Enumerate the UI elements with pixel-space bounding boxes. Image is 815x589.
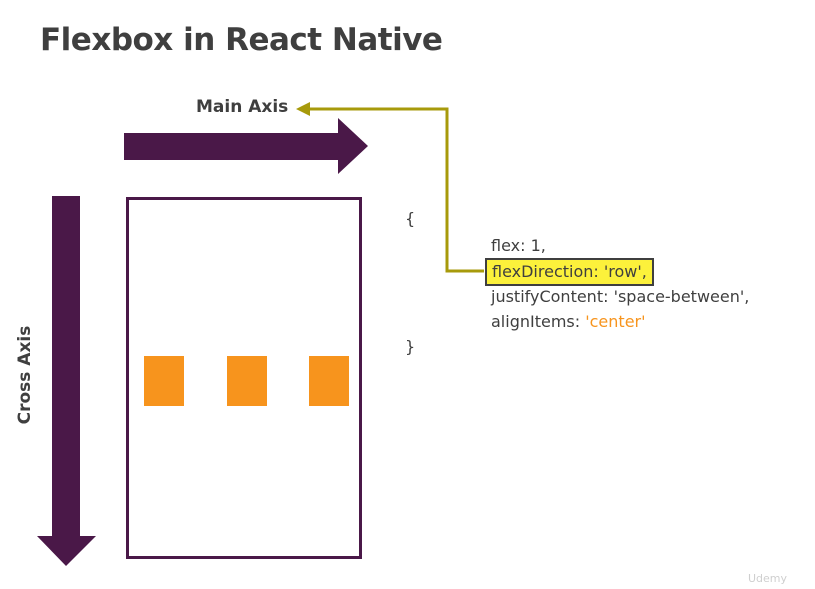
cross-axis-arrow [37, 196, 96, 566]
code-justify-line: justifyContent: 'space-between', [491, 287, 750, 306]
flex-item [144, 356, 184, 406]
udemy-watermark: Udemy [748, 572, 788, 585]
connector-arrowhead [296, 102, 310, 116]
code-close-brace: } [405, 337, 416, 356]
flex-item [309, 356, 349, 406]
slide-title: Flexbox in React Native [40, 22, 443, 58]
code-open-brace: { [405, 209, 416, 228]
connector-line [308, 107, 484, 273]
main-axis-arrow [124, 118, 368, 174]
code-flex-direction-line: flexDirection: 'row', [485, 258, 654, 286]
code-align-line: alignItems: 'center' [491, 312, 646, 332]
main-axis-label: Main Axis [196, 97, 289, 117]
flex-item [227, 356, 267, 406]
code-flex-line: flex: 1, [491, 236, 546, 255]
code-align-value: 'center' [585, 312, 646, 331]
cross-axis-label: Cross Axis [15, 325, 35, 425]
code-align-key: alignItems: [491, 312, 586, 331]
flex-container [126, 197, 362, 559]
